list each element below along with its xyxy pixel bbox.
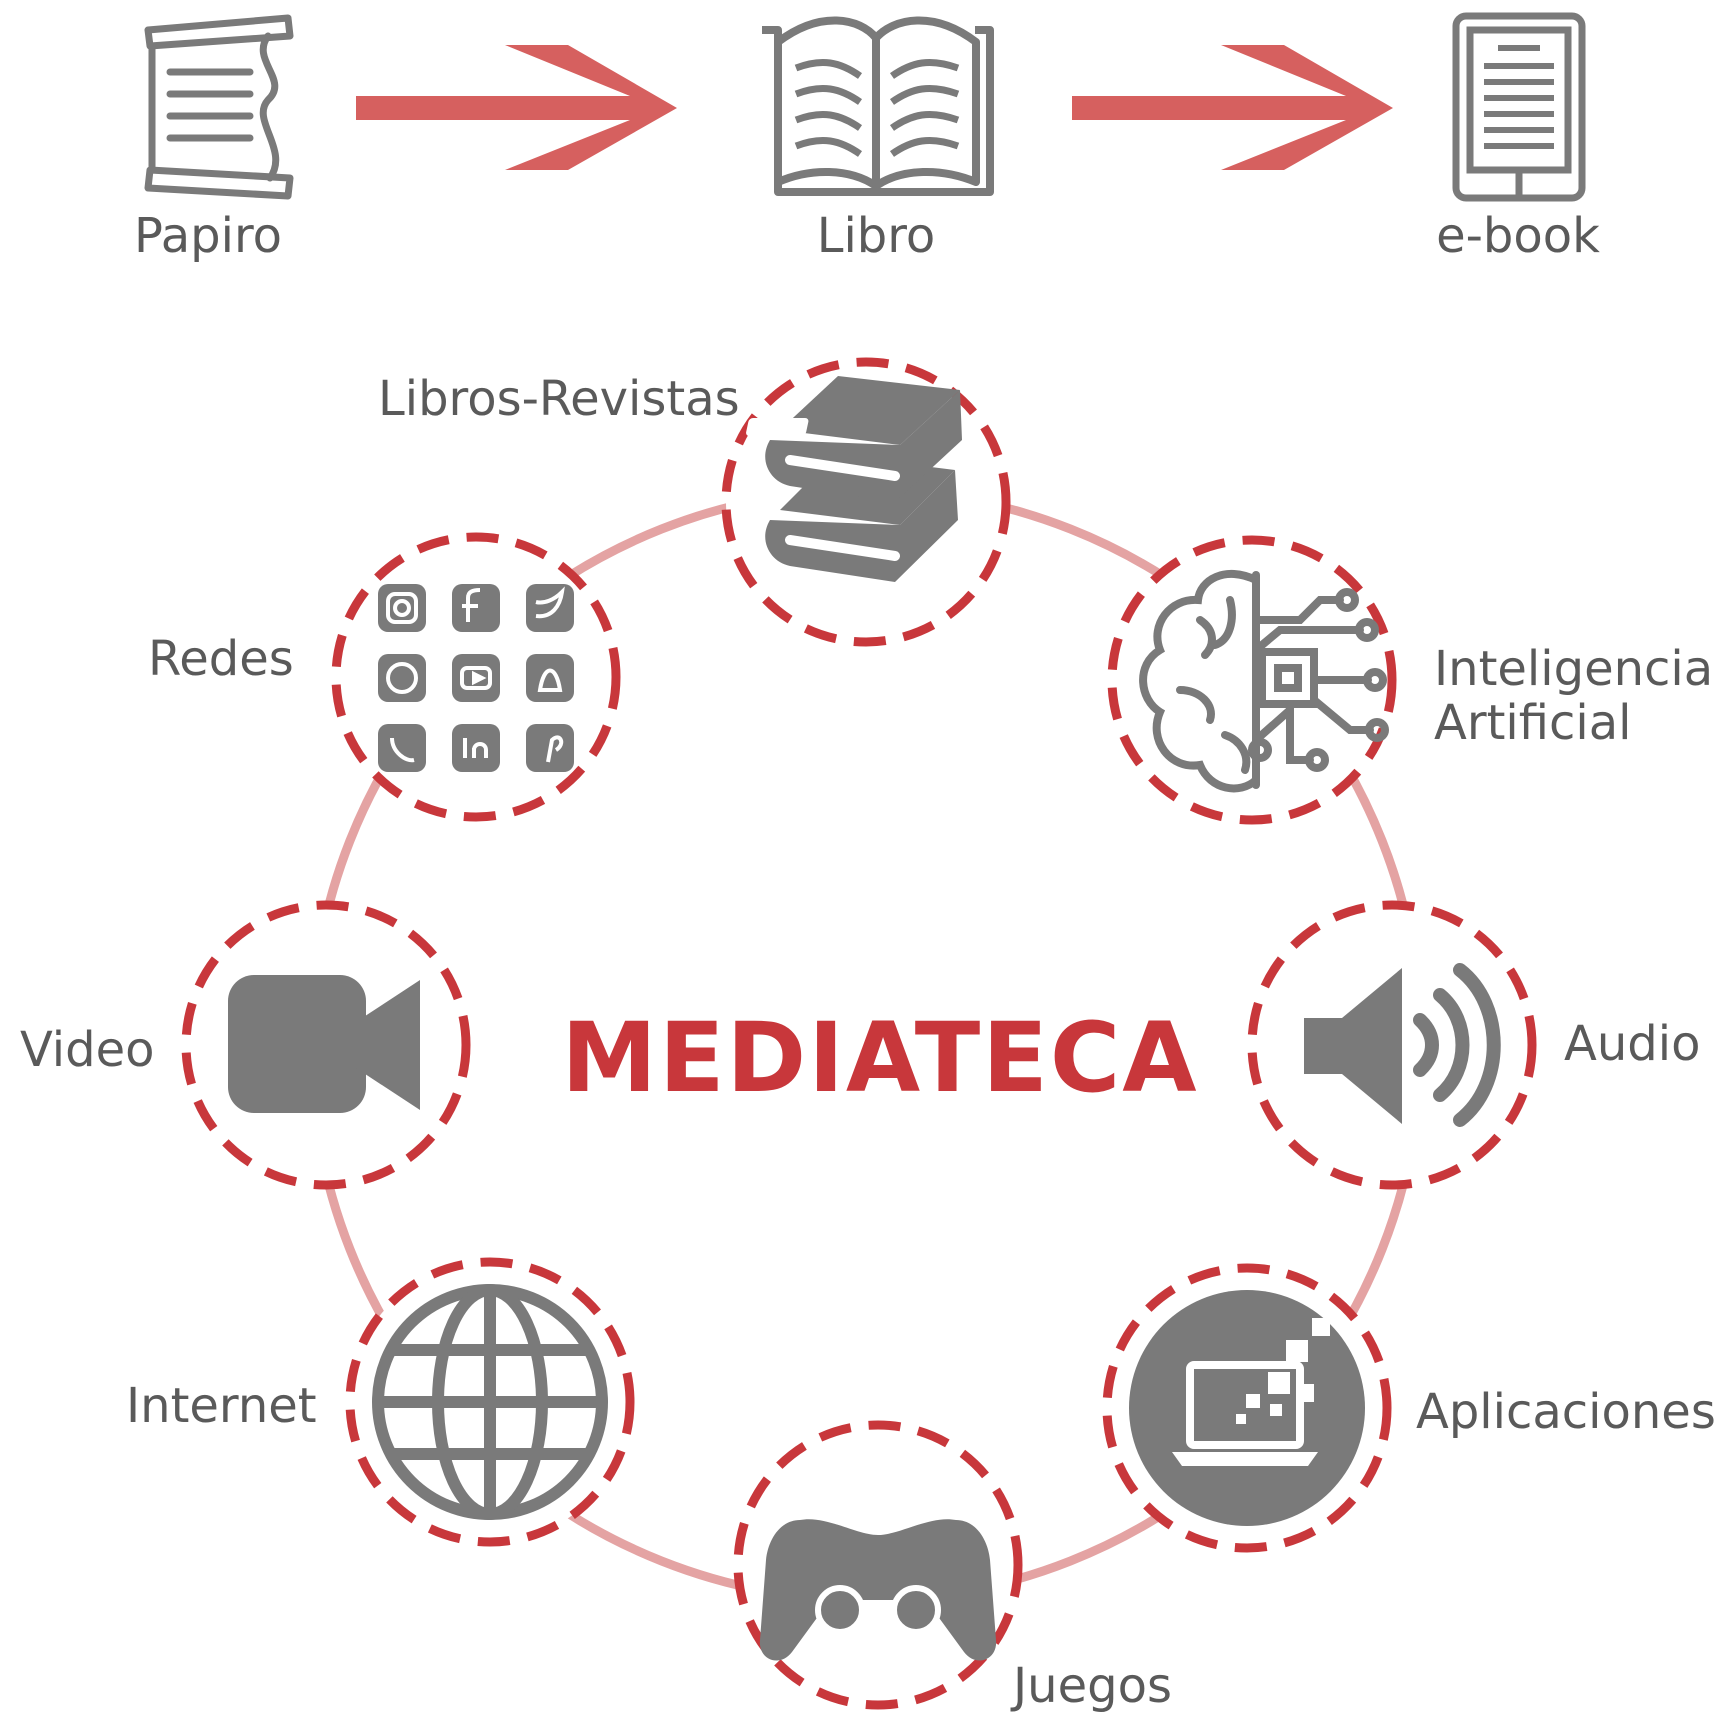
node-label-internet: Internet	[126, 1378, 317, 1434]
evolution-label-libro: Libro	[816, 208, 936, 264]
video-camera-icon	[228, 975, 420, 1113]
arrow-right-icon	[1072, 45, 1393, 170]
books-stack-icon	[746, 376, 962, 582]
node-label-redes: Redes	[148, 631, 294, 687]
laptop-apps-icon	[1129, 1290, 1365, 1526]
evolution-label-papiro: Papiro	[133, 208, 283, 264]
node-label-inteligencia-artificial: Inteligencia Artificial	[1434, 641, 1714, 751]
node-label-ia-line2: Artificial	[1434, 694, 1632, 751]
arrow-right-icon	[356, 45, 677, 170]
open-book-icon	[762, 16, 994, 196]
gamepad-icon	[759, 1519, 997, 1661]
social-media-grid-icon	[378, 584, 574, 772]
ebook-reader-icon	[1452, 12, 1586, 202]
ai-brain-icon	[1139, 569, 1389, 793]
node-label-video: Video	[20, 1022, 155, 1078]
hub-title: MEDIATECA	[561, 1002, 1199, 1114]
node-label-aplicaciones: Aplicaciones	[1416, 1384, 1716, 1440]
node-label-libros-revistas: Libros-Revistas	[378, 371, 740, 427]
speaker-icon	[1304, 963, 1501, 1127]
scroll-icon	[144, 14, 294, 200]
node-label-ia-line1: Inteligencia	[1434, 641, 1714, 697]
evolution-label-ebook: e-book	[1436, 208, 1600, 264]
node-label-juegos: Juegos	[1013, 1658, 1172, 1714]
node-label-audio: Audio	[1564, 1016, 1701, 1072]
globe-icon	[372, 1284, 608, 1520]
